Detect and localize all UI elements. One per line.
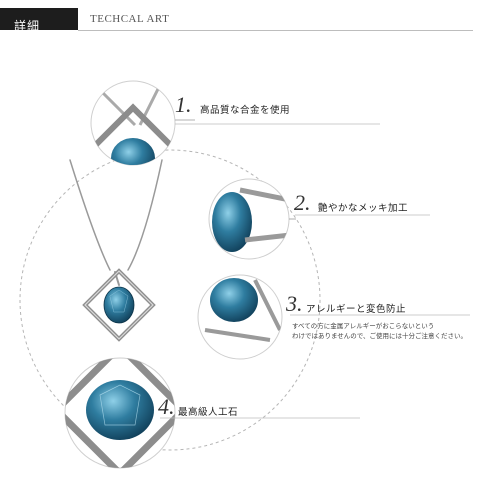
main-pendant: [69, 159, 163, 342]
feature-3-label: アレルギーと変色防止: [306, 304, 407, 315]
feature-1-number: 1.: [175, 92, 192, 117]
header-divider: [78, 30, 473, 31]
section-tab-label: 詳細: [14, 19, 41, 33]
feature-3-number: 3.: [286, 291, 303, 316]
section-tab: 詳細: [0, 8, 78, 33]
feature-3-note-line-1: すべての方に金属アレルギーがおこらないという: [292, 322, 435, 330]
section-subtitle: TECHCAL ART: [90, 13, 170, 25]
feature-4-number: 4.: [158, 394, 175, 419]
dashed-ring: [19, 149, 321, 451]
detail-circle-2: [208, 178, 290, 260]
feature-2-label: 艶やかなメッキ加工: [318, 203, 409, 214]
feature-1-label: 高品質な合金を使用: [200, 105, 291, 116]
feature-3-note-line-2: わけではありませんので、ご使用には十分ご注意ください。: [292, 332, 468, 340]
feature-2-number: 2.: [294, 190, 311, 215]
feature-4-label: 最高級人工石: [178, 407, 239, 418]
detail-circle-4: [64, 357, 176, 469]
detail-circle-3: [197, 274, 283, 360]
detail-circle-1: [90, 80, 176, 166]
